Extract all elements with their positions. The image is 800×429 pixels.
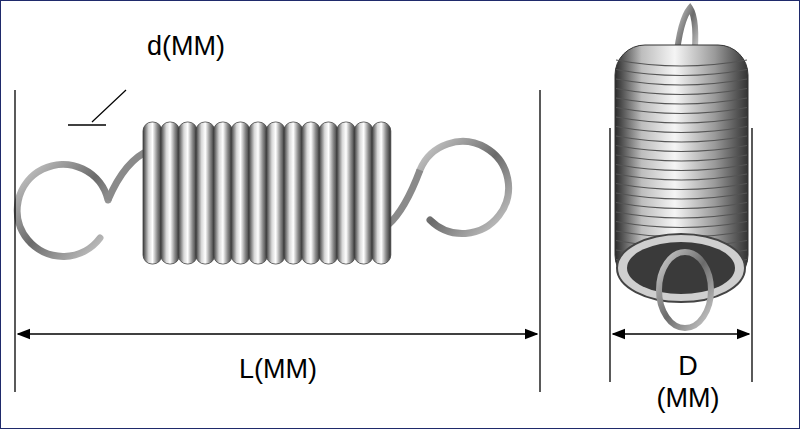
spring-coil [249, 122, 268, 264]
spring-hook [659, 252, 711, 328]
spring-coil [213, 122, 232, 264]
spring-coil [337, 122, 356, 264]
spring-coil [616, 174, 747, 180]
spring-coil [616, 222, 747, 228]
spring-coil [616, 146, 747, 152]
spring-coil [616, 60, 747, 66]
spring-coil [354, 122, 373, 264]
spring-coil [617, 234, 745, 302]
spring-coil [301, 122, 320, 264]
spring-coil [616, 70, 747, 76]
spring-coil [266, 122, 285, 264]
spring-hook [388, 170, 420, 225]
spring-coil [616, 127, 747, 133]
spring-coil [616, 203, 747, 209]
spring-hook [17, 164, 108, 256]
spring-coil [616, 117, 747, 123]
spring-coil [178, 122, 197, 264]
spring-coil [616, 136, 747, 142]
spring-coil [616, 184, 747, 190]
spring-coil [319, 122, 338, 264]
dimension-label: d(MM) [126, 30, 246, 62]
spring-coil [284, 122, 303, 264]
spring-coil [372, 122, 391, 264]
spring-coil [143, 122, 162, 264]
dimension-label: L(MM) [218, 353, 338, 385]
spring-coil [616, 98, 747, 104]
spring-coil [616, 108, 747, 114]
spring-coil [231, 122, 250, 264]
spring-coil [616, 193, 747, 199]
spring-coil [161, 122, 180, 264]
spring-coil [616, 155, 747, 161]
spring-coil [616, 165, 747, 171]
spring-coil [196, 122, 215, 264]
spring-hook [420, 141, 509, 233]
spring-coil [616, 79, 747, 85]
spring-coil [616, 89, 747, 95]
spring-coil [616, 212, 747, 218]
dimension-label: D (MM) [646, 350, 730, 415]
